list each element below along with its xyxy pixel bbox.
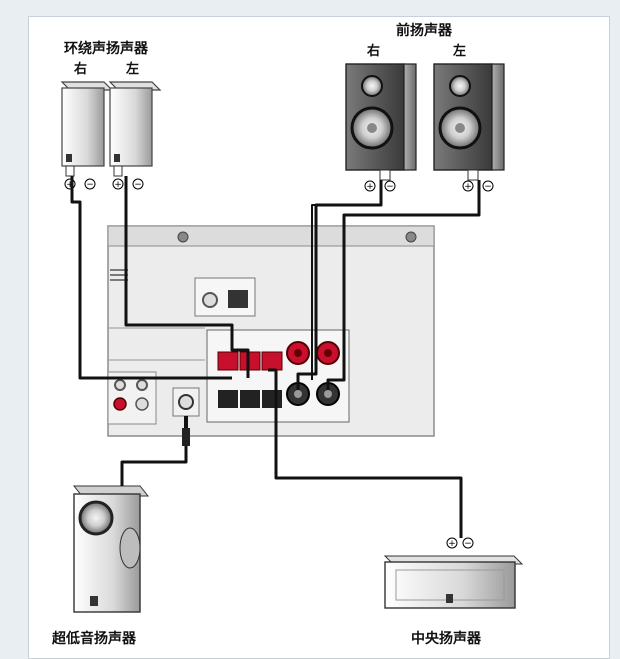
svg-text:+: +	[448, 539, 456, 549]
center-speaker-label: 中央扬声器	[411, 631, 481, 647]
svg-text:+: +	[66, 180, 74, 190]
svg-text:−: −	[386, 182, 394, 192]
cable-front-right	[296, 180, 383, 390]
cable-surround-right	[70, 176, 232, 380]
surround-speakers-title: 环绕声扬声器	[64, 41, 148, 57]
speaker-cables	[70, 176, 481, 538]
surround-speaker-right	[60, 81, 114, 177]
cable-subwoofer	[120, 438, 188, 486]
svg-text:+: +	[366, 182, 374, 192]
center-speaker	[383, 555, 524, 609]
cable-front-right-b	[311, 204, 381, 380]
cable-center	[268, 368, 463, 538]
receiver-rear-panel	[107, 225, 435, 437]
svg-text:−: −	[134, 180, 142, 190]
surround-right-label: 右	[74, 62, 88, 77]
front-speaker-right	[345, 63, 417, 181]
svg-text:−: −	[464, 539, 472, 549]
front-left-label: 左	[453, 44, 467, 59]
surround-speaker-left	[108, 81, 162, 177]
rca-plug	[182, 428, 190, 446]
front-right-label: 右	[367, 44, 381, 59]
svg-text:−: −	[86, 180, 94, 190]
subwoofer-speaker	[72, 485, 150, 613]
cable-surround-left	[124, 176, 250, 378]
svg-text:−: −	[484, 182, 492, 192]
cable-front-left	[326, 180, 481, 390]
front-speaker-left	[433, 63, 505, 181]
subwoofer-label: 超低音扬声器	[52, 631, 136, 647]
surround-left-label: 左	[126, 62, 140, 77]
svg-text:+: +	[114, 180, 122, 190]
svg-text:+: +	[464, 182, 472, 192]
front-speakers-title: 前扬声器	[396, 23, 452, 39]
